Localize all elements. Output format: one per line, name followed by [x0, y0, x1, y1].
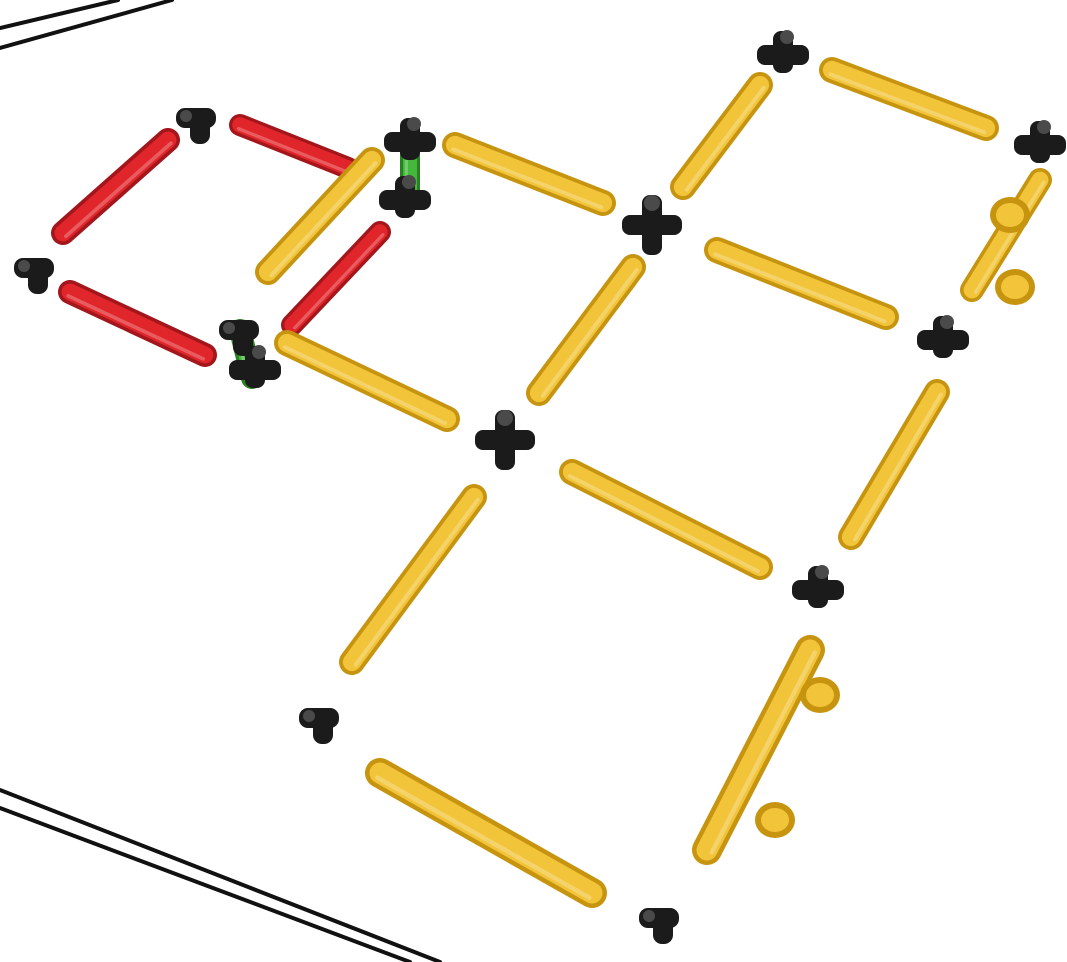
yellow-tube [851, 392, 941, 539]
yellow-tube [570, 472, 760, 571]
yellow-tube [830, 70, 986, 132]
yellow-tube [285, 343, 447, 423]
yellow-tube [377, 773, 592, 898]
connector-cross [475, 410, 535, 470]
connector-tee [792, 565, 844, 608]
red-tube [239, 125, 348, 172]
frame-border-lines [0, 0, 440, 962]
connector-tee [917, 315, 969, 358]
connector-elbow [639, 908, 679, 944]
connector-tee [1014, 120, 1066, 163]
connector-elbow [14, 258, 54, 294]
connector-elbow [176, 108, 216, 144]
yellow-tube [453, 145, 603, 207]
connector-tee [757, 30, 809, 73]
yellow-tube [715, 250, 886, 321]
frame-line [0, 808, 410, 962]
connector-cross [622, 195, 682, 255]
red-tube [63, 140, 171, 236]
frame-line [0, 0, 118, 28]
connector-elbow [299, 708, 339, 744]
red-tube [68, 292, 205, 359]
connector-tee [384, 117, 436, 160]
connector-tee [379, 175, 431, 218]
yellow-tube [352, 497, 478, 665]
yellow-tube [539, 267, 637, 396]
frame-line [0, 790, 440, 962]
tubes-layer [63, 70, 1044, 898]
yellow-tube [683, 85, 764, 190]
